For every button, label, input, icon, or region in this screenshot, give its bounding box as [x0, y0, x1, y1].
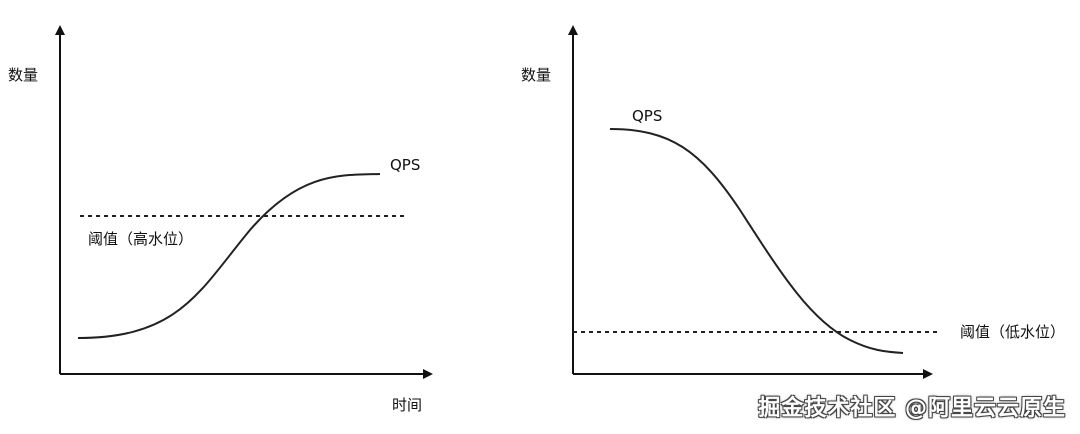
watermark: 掘金技术社区 @阿里云云原生	[758, 396, 1066, 421]
left-qps-curve	[77, 173, 381, 339]
right-qps-label: QPS	[632, 107, 662, 125]
left-qps-label: QPS	[390, 156, 420, 174]
left-diagram: 数量 时间 QPS 阈值（高水位）	[8, 25, 433, 414]
left-x-axis-label: 时间	[392, 396, 422, 414]
right-threshold-label: 阈值（低水位）	[960, 323, 1065, 341]
right-qps-curve	[609, 128, 904, 354]
right-diagram: 数量 QPS 阈值（低水位）	[521, 25, 1065, 379]
left-threshold-label: 阈值（高水位）	[88, 230, 193, 248]
left-y-axis-label: 数量	[8, 66, 38, 84]
right-y-axis-label: 数量	[521, 66, 551, 84]
